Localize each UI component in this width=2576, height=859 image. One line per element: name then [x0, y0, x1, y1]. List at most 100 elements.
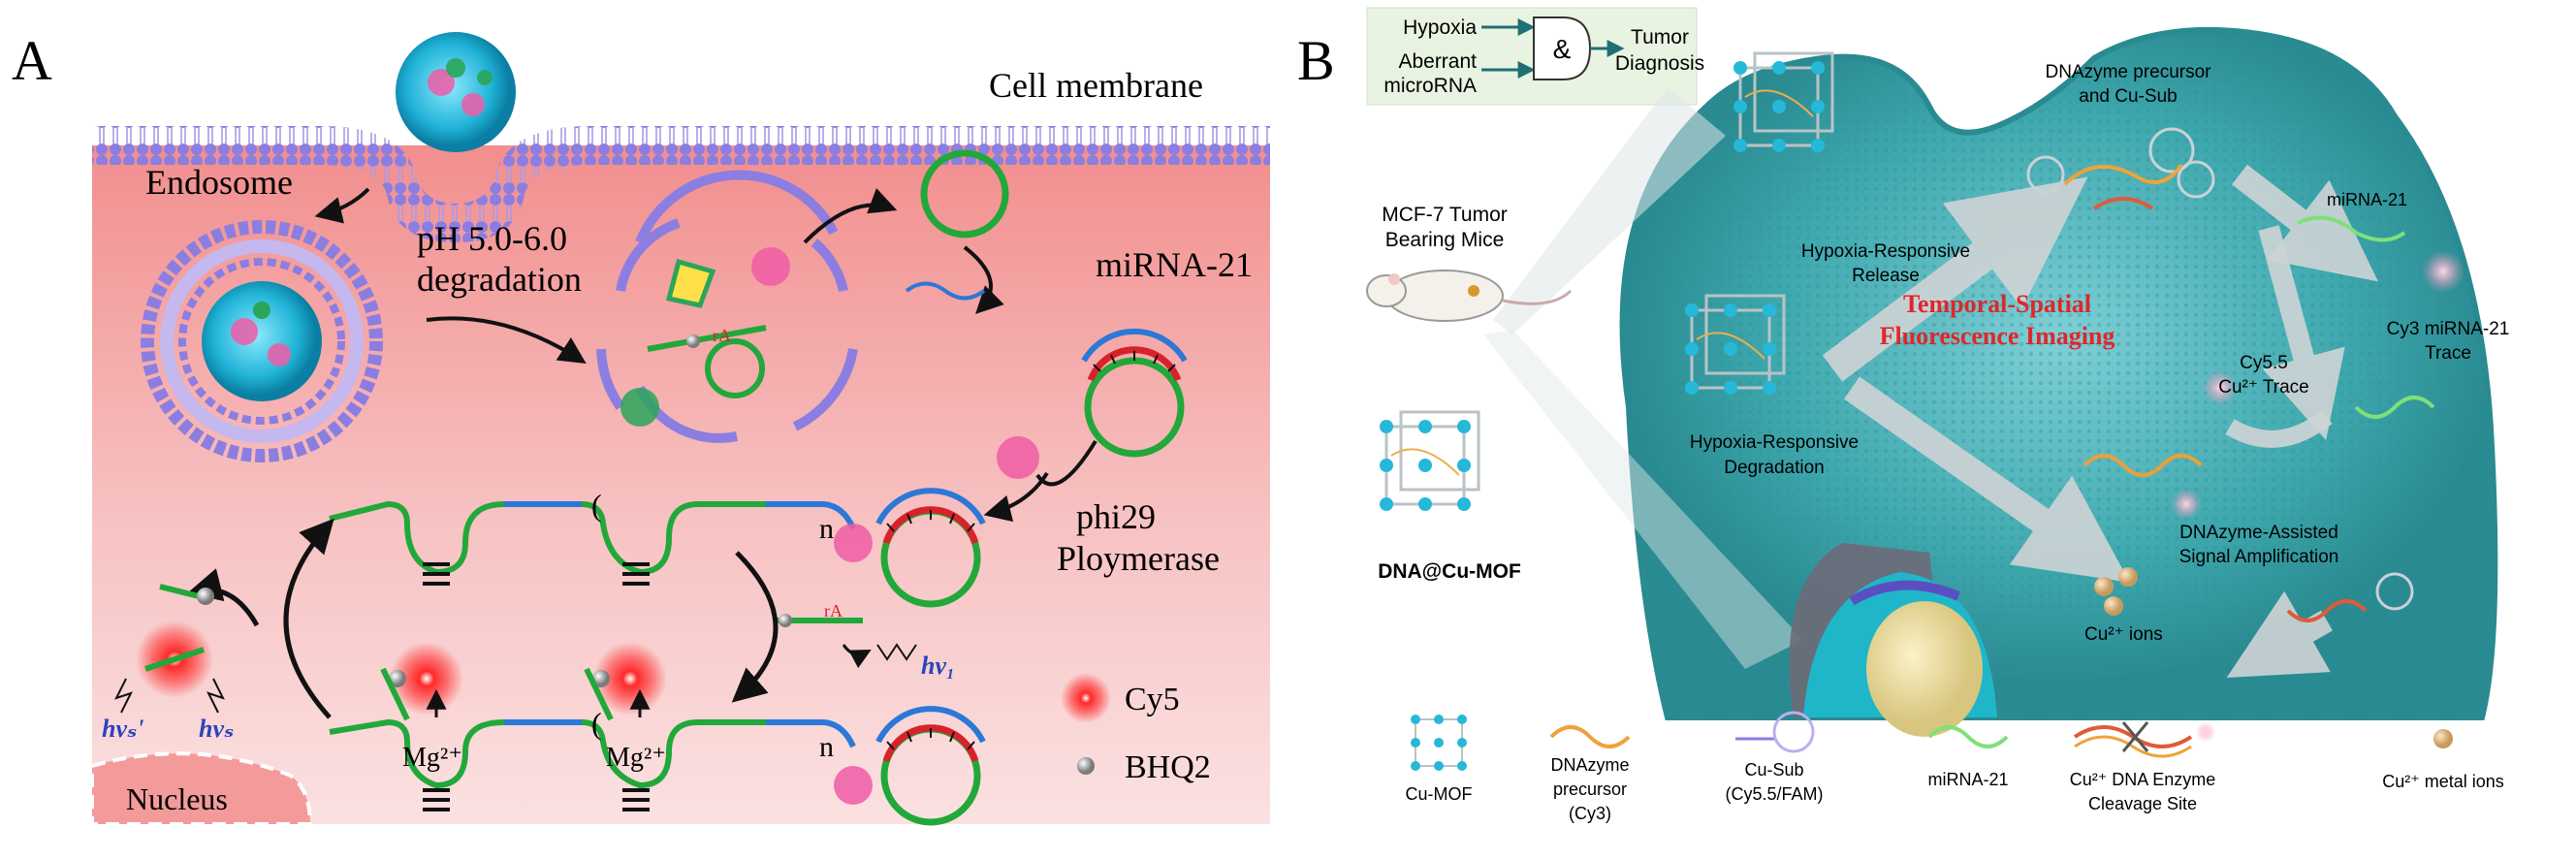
legend-cleavage-line2: Cleavage Site	[2088, 794, 2197, 813]
hv-excitation-label: hvₛ	[199, 715, 234, 743]
cell-nucleus-b	[1789, 543, 1997, 737]
phi29-label-line2: Ploymerase	[1057, 539, 1220, 578]
repeat-n-lower: n	[819, 731, 834, 763]
legend-a: Cy5 BHQ2	[1061, 673, 1211, 785]
legend-bhq2-label: BHQ2	[1125, 749, 1211, 785]
logic-input-microrna: microRNA	[1383, 75, 1477, 97]
mirna-arrow	[2232, 164, 2378, 282]
legend-precursor-line2: precursor	[1553, 779, 1627, 799]
logic-input-hypoxia: Hypoxia	[1403, 16, 1477, 39]
dna-helix-2	[2354, 396, 2435, 419]
legend-dnazyme-precursor-icon	[1549, 725, 1631, 748]
degradation-label-line2: Degradation	[1724, 458, 1825, 478]
mice-label-line1: MCF-7 Tumor	[1382, 204, 1508, 226]
ra-label-upper: rA	[713, 326, 731, 345]
zoom-cone-lower	[1483, 330, 1803, 669]
legend-cy5-marker	[1061, 673, 1111, 723]
logic-output-tumor: Tumor	[1631, 26, 1689, 48]
hv1-label: hv₁	[921, 652, 955, 680]
svg-text:(: (	[591, 488, 602, 523]
release-arrow	[1822, 176, 2088, 382]
phi29-polymerase	[997, 436, 1039, 479]
cy3-label-line2: Trace	[2425, 343, 2471, 364]
legend-bhq2-marker	[1077, 757, 1095, 775]
cell-membrane-label: Cell membrane	[989, 66, 1203, 105]
legend-mof-label: Cu-MOF	[1406, 784, 1473, 804]
precursor-label-line2: and Cu-Sub	[2079, 86, 2177, 107]
legend-mof-cube-icon	[1411, 715, 1467, 771]
mice-label-line2: Bearing Mice	[1385, 229, 1505, 251]
legend-cu-sub-icon	[1735, 711, 1815, 753]
legend-precursor-line3: (Cy3)	[1569, 804, 1611, 823]
hybridized-circle	[1081, 328, 1188, 458]
legend-cleavage-line1: Cu²⁺ DNA Enzyme	[2070, 770, 2216, 789]
dnazyme-cu-sub-group	[2026, 127, 2215, 210]
hv-emission-label: hvₛ'	[102, 715, 143, 743]
cy55-glow	[2203, 370, 2238, 405]
arrow-rca	[983, 471, 1049, 523]
phi29-label-line1: phi29	[1076, 497, 1156, 536]
mof-cube-icon	[1733, 51, 1834, 152]
degradation-label-line1: Hypoxia-Responsive	[1690, 432, 1859, 453]
fluorescence-release	[114, 584, 225, 714]
logic-gate-symbol: &	[1553, 34, 1572, 64]
repeat-n-upper: n	[819, 513, 834, 545]
arrow-degradation	[426, 316, 587, 365]
logic-gate-box	[1366, 7, 1698, 106]
arrow-mirna	[963, 245, 1004, 314]
nanoparticle	[396, 32, 516, 152]
ra-label-lower: rA	[824, 601, 843, 620]
dna-helix-3	[2286, 599, 2368, 622]
panel-b-letter: B	[1297, 29, 1335, 92]
circular-template	[920, 149, 1009, 239]
legend-b: Cu-MOF DNAzyme precursor (Cy3) Cu-Sub (C…	[1406, 711, 2504, 823]
cy3-label-line1: Cy3 miRNA-21	[2387, 319, 2510, 339]
mouse-icon	[1366, 270, 1573, 322]
cu-ions-label: Cu²⁺ ions	[2084, 624, 2163, 645]
panel-a: A Cell membrane Endosome pH 5.0-6.0 degr	[12, 29, 1270, 826]
release-label-line1: Hypoxia-Responsive	[1801, 241, 1970, 262]
endosome-label: Endosome	[145, 163, 293, 202]
imaging-label-line1: Temporal-Spatial	[1903, 290, 2091, 318]
legend-cleavage-site-icon	[2073, 721, 2215, 758]
amp-label-line1: DNAzyme-Assisted	[2179, 523, 2338, 543]
logic-output-diagnosis: Diagnosis	[1615, 52, 1704, 75]
endosome	[141, 220, 383, 462]
cu-ions-cluster	[2094, 567, 2138, 616]
cleaved-substrate	[776, 614, 917, 669]
zoom-cone-upper	[1493, 87, 1726, 334]
dna-cu-mof-cube	[1380, 410, 1480, 511]
cycle-arrow-left	[283, 518, 334, 719]
legend-cu-ion-icon	[2433, 729, 2453, 748]
ph-label-line2: degradation	[417, 260, 582, 299]
imaging-label-line2: Fluorescence Imaging	[1880, 322, 2115, 350]
cy55-label-line2: Cu²⁺ Trace	[2218, 377, 2308, 398]
legend-precursor-line1: DNAzyme	[1550, 755, 1629, 775]
arrow-endocytosis	[314, 187, 370, 224]
degradation-mof-cube	[1685, 294, 1786, 395]
legend-cusub-line2: (Cy5.5/FAM)	[1725, 784, 1823, 804]
precursor-label-line1: DNAzyme precursor	[2045, 62, 2211, 82]
mg-label-right: Mg²⁺	[606, 743, 666, 773]
logic-input-aberrant: Aberrant	[1398, 50, 1477, 73]
amp-label-line2: Signal Amplification	[2179, 547, 2339, 567]
arrow-to-circle	[803, 188, 898, 244]
dna-helix-1	[2083, 454, 2203, 477]
recycle-arrow	[2226, 590, 2333, 679]
cy3-glow	[2422, 250, 2465, 293]
mirna-strand	[905, 281, 986, 301]
ph-label-line1: pH 5.0-6.0	[417, 219, 567, 258]
degraded-particle	[596, 170, 858, 443]
rca-product-lower: (	[329, 642, 986, 826]
cycle-arrow-right	[731, 551, 779, 703]
release-label-line2: Release	[1852, 266, 1920, 286]
legend-cy5-label: Cy5	[1125, 682, 1180, 717]
legend-cusub-line1: Cu-Sub	[1744, 760, 1803, 779]
legend-cu-ions-label: Cu²⁺ metal ions	[2382, 772, 2504, 791]
mg-label-left: Mg²⁺	[402, 743, 462, 773]
nucleus-label: Nucleus	[126, 781, 228, 816]
panel-a-letter: A	[12, 29, 52, 92]
legend-mirna-label: miRNA-21	[1927, 770, 2008, 789]
legend-mirna-icon	[1927, 725, 2009, 748]
